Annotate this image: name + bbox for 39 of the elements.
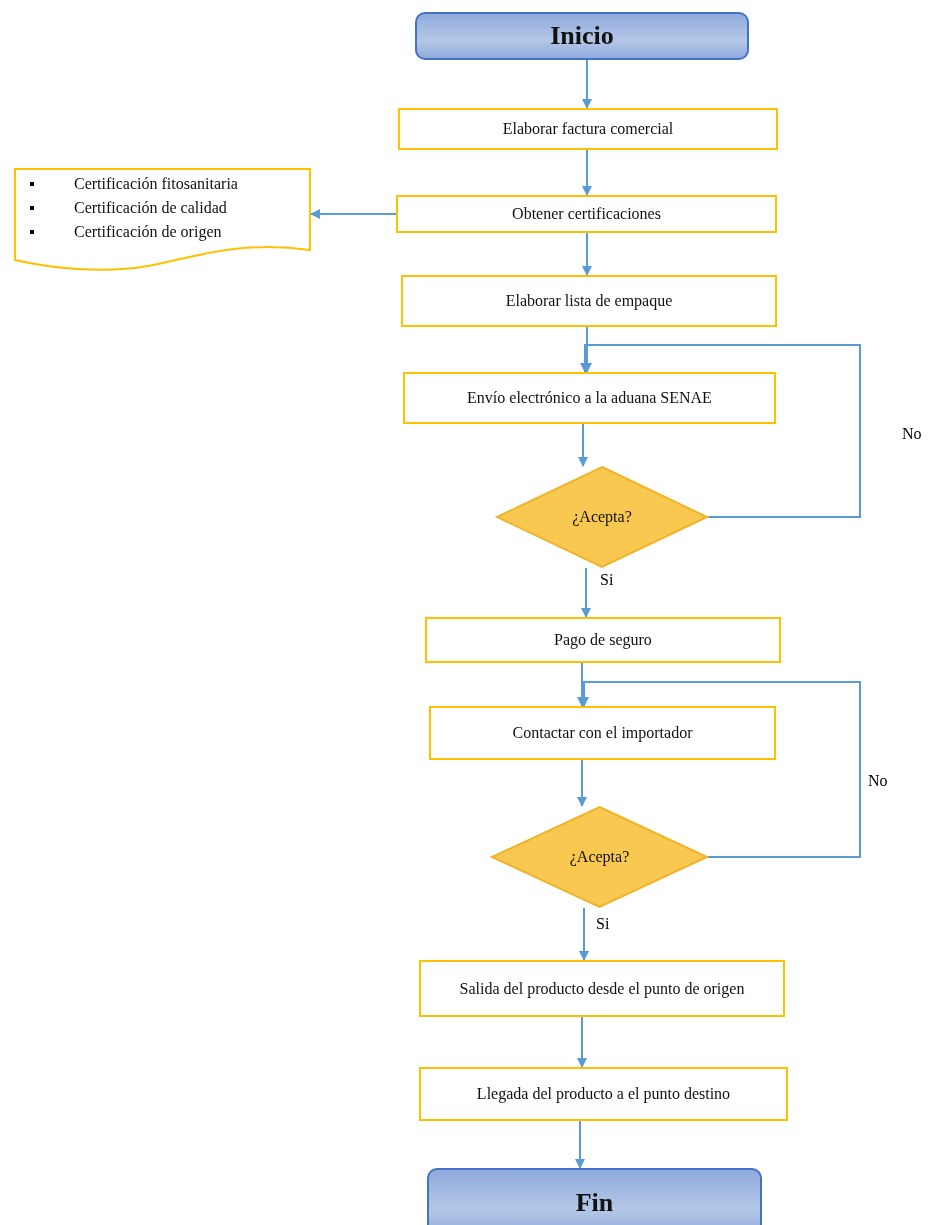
arrow — [581, 567, 591, 618]
decision-diamond — [496, 466, 708, 568]
arrow — [582, 149, 592, 196]
list-item: Certificación de origen — [74, 223, 222, 241]
node-label: Llegada del producto a el punto destino — [476, 1085, 731, 1103]
terminal-box — [415, 12, 749, 60]
node-label: Envío electrónico a la aduana SENAE — [467, 389, 712, 407]
process-box — [403, 372, 776, 424]
process-box — [401, 275, 777, 327]
node-label: Fin — [575, 1188, 614, 1218]
list-item: Certificación de calidad — [74, 199, 227, 217]
node-label: Obtener certificaciones — [512, 205, 661, 223]
node-label: Elaborar lista de empaque — [505, 292, 673, 310]
node-label: ¿Acepta? — [569, 848, 630, 866]
node-label: Pago de seguro — [554, 631, 652, 649]
process-box — [419, 1067, 788, 1121]
document-shape — [14, 168, 311, 272]
arrow — [577, 1016, 587, 1068]
node-label: Inicio — [550, 21, 614, 51]
arrow — [579, 907, 589, 961]
arrow — [577, 759, 587, 807]
list-item: Certificación fitosanitaria — [74, 175, 238, 193]
process-box — [398, 108, 778, 150]
arrow — [582, 232, 592, 276]
node-label: Contactar con el importador — [512, 724, 693, 742]
process-box — [429, 706, 776, 760]
process-box — [425, 617, 781, 663]
node-label: Elaborar factura comercial — [502, 120, 674, 138]
process-box — [419, 960, 785, 1017]
arrow — [575, 1120, 585, 1169]
terminal-box — [427, 1168, 762, 1225]
arrow — [310, 209, 397, 219]
process-box — [396, 195, 777, 233]
node-label: ¿Acepta? — [572, 508, 632, 526]
arrow — [578, 423, 588, 467]
decision-diamond — [491, 806, 708, 908]
node-label: Salida del producto desde el punto de origen — [459, 979, 745, 998]
arrow — [580, 344, 861, 518]
arrow — [582, 59, 592, 109]
